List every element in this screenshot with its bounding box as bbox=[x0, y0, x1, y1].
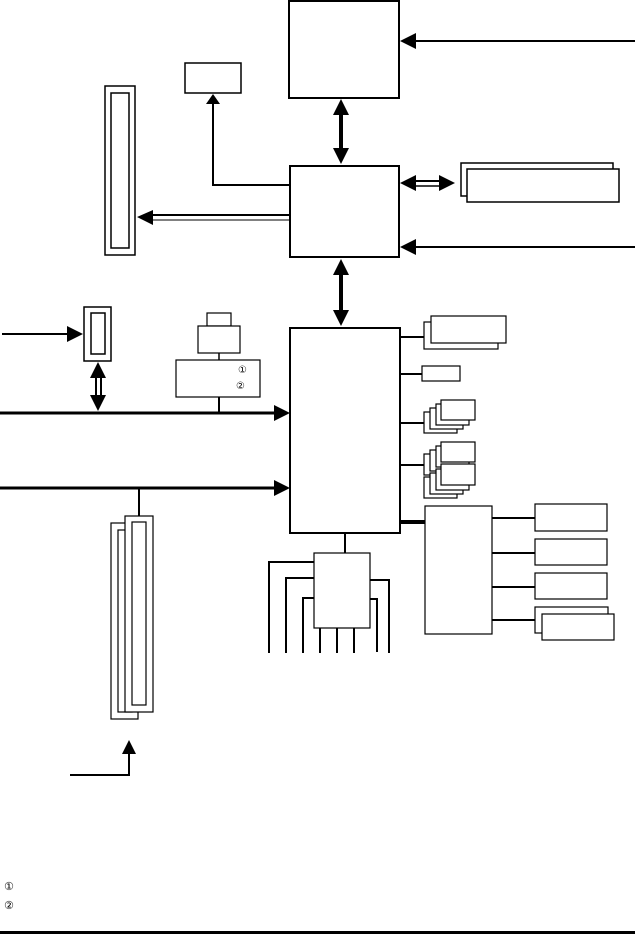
legend-marker-1: ① bbox=[4, 880, 14, 893]
audio-stack-4 bbox=[440, 399, 476, 421]
legend-marker-2: ② bbox=[4, 899, 14, 912]
memory-arrow-right bbox=[439, 175, 455, 191]
cpu-nb-arrow-down bbox=[333, 148, 349, 164]
marker-one: ① bbox=[238, 365, 247, 376]
marker-two: ② bbox=[236, 381, 245, 392]
southbridge-block bbox=[289, 327, 401, 534]
io-device-b bbox=[534, 538, 608, 566]
legend-item-1: ① bbox=[4, 880, 14, 893]
port-stack-a4 bbox=[440, 441, 476, 463]
bios-chip-box bbox=[197, 325, 241, 354]
cnr-slot-inner bbox=[90, 312, 106, 355]
cnr-arrow-up bbox=[90, 362, 106, 378]
clock-gen-box bbox=[175, 359, 261, 398]
cpu-nb-arrow-up bbox=[333, 99, 349, 115]
legend-item-2: ② bbox=[4, 899, 14, 912]
io-device-a bbox=[534, 503, 608, 532]
port-stack-b4 bbox=[440, 463, 476, 486]
nb-input-arrowhead bbox=[400, 239, 416, 255]
small-box bbox=[421, 365, 461, 382]
usb-front bbox=[430, 315, 507, 344]
bottom-rule bbox=[0, 931, 635, 934]
lpc-pin-left-1 bbox=[268, 561, 314, 653]
cpu-input-arrowhead bbox=[400, 33, 416, 49]
nb-to-small-output-line bbox=[212, 104, 290, 186]
pci-slot-front-inner bbox=[131, 521, 147, 706]
cnr-input-arrowhead bbox=[67, 326, 83, 342]
lpc-chip-block bbox=[313, 552, 371, 629]
upper-bus-arrowhead bbox=[274, 405, 290, 421]
lower-bus-arrowhead bbox=[274, 480, 290, 496]
pci-input-line bbox=[70, 752, 130, 776]
io-device-d-front bbox=[541, 613, 615, 641]
lpc-pin-left-2 bbox=[285, 577, 314, 653]
superio-block bbox=[424, 505, 493, 635]
cpu-block bbox=[288, 0, 400, 99]
lpc-pin-right-1 bbox=[370, 598, 378, 652]
agp-slot-inner bbox=[110, 92, 130, 249]
dimm-front bbox=[466, 168, 620, 203]
bios-top-tab bbox=[206, 312, 232, 327]
lpc-pin-left-3 bbox=[302, 597, 314, 653]
small-output-arrowhead bbox=[206, 94, 220, 104]
nb-sb-arrow-up bbox=[333, 259, 349, 275]
nb-sb-arrow-down bbox=[333, 310, 349, 326]
cnr-arrow-down bbox=[90, 395, 106, 411]
pci-input-arrowhead bbox=[122, 740, 136, 754]
northbridge-block bbox=[289, 165, 400, 258]
agp-arrowhead bbox=[137, 210, 153, 225]
small-output-box bbox=[184, 62, 242, 94]
io-device-c bbox=[534, 572, 608, 600]
memory-arrow-left bbox=[400, 175, 416, 191]
lpc-pin-right-2 bbox=[370, 579, 390, 653]
